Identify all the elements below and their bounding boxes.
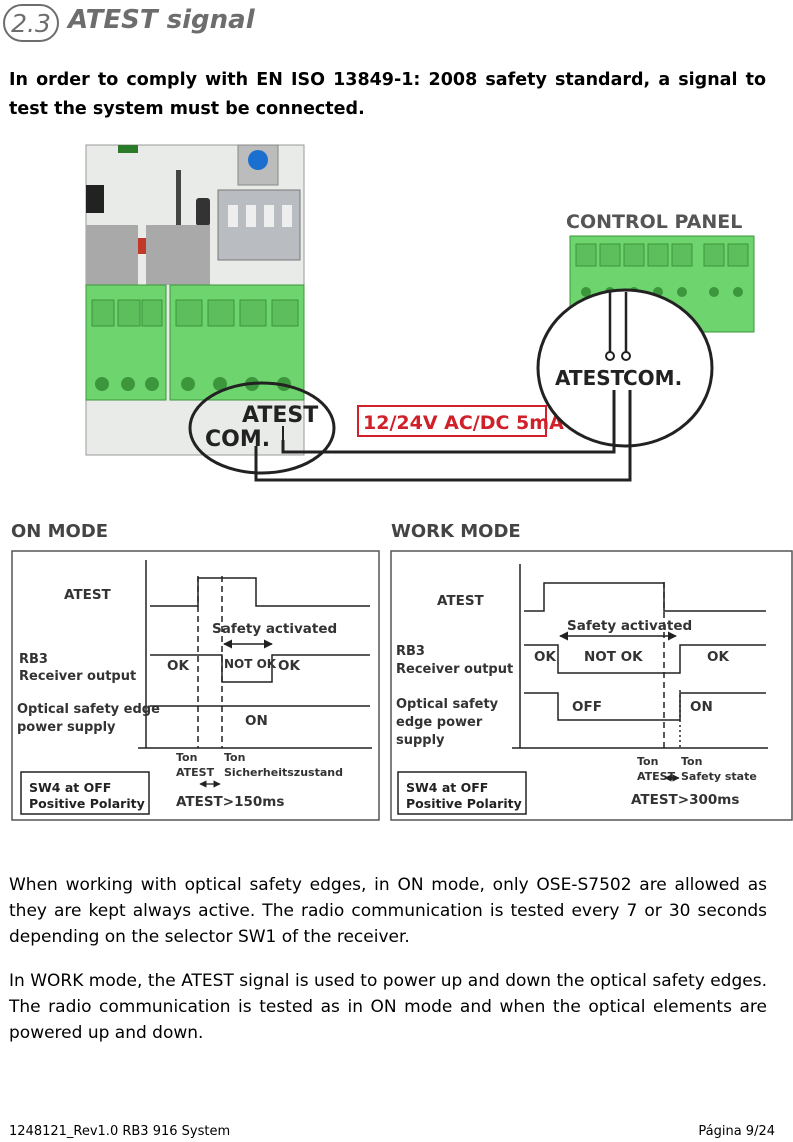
on-sw4-line2: Positive Polarity bbox=[29, 796, 145, 811]
work-receiver-signal bbox=[524, 644, 766, 674]
on-timing: ATEST>150ms bbox=[176, 794, 284, 810]
work-edge-signal bbox=[524, 692, 766, 721]
on-rb3-label: RB3 bbox=[19, 652, 48, 667]
pcb-relay-2 bbox=[146, 225, 210, 285]
work-on-label: ON bbox=[690, 699, 713, 715]
supply-label: 12/24V AC/DC 5mA bbox=[363, 412, 564, 434]
panel-atest-label: ATEST bbox=[555, 366, 625, 390]
on-ok-1: OK bbox=[167, 658, 189, 674]
timing-diagrams: ON MODE ATEST Safety activated RB3 Recei… bbox=[11, 521, 793, 821]
on-not-ok: NOT OK bbox=[224, 657, 277, 671]
on-ton-atest: ATEST bbox=[176, 766, 215, 779]
intro-paragraph: In order to comply with EN ISO 13849-1: … bbox=[9, 70, 766, 119]
on-atest-label: ATEST bbox=[64, 587, 112, 603]
work-off-label: OFF bbox=[572, 699, 602, 715]
on-edge-label-1: Optical safety edge bbox=[17, 702, 160, 717]
work-ok-1: OK bbox=[534, 649, 556, 665]
work-edge-label-1: Optical safety bbox=[396, 697, 499, 712]
on-mode-title: ON MODE bbox=[11, 521, 108, 542]
pcb-blue-button bbox=[248, 150, 268, 170]
com-wire bbox=[254, 390, 632, 482]
wiring-diagram: ATEST COM. 12/24V AC/DC 5mA CONTROL PANE… bbox=[85, 144, 755, 482]
on-edge-label-2: power supply bbox=[17, 720, 116, 735]
pcb-resistor-array bbox=[176, 170, 181, 226]
on-ok-2: OK bbox=[278, 658, 300, 674]
work-mode-title: WORK MODE bbox=[391, 521, 521, 542]
work-ok-2: OK bbox=[707, 649, 729, 665]
work-timing: ATEST>300ms bbox=[631, 792, 739, 808]
board-com-label: COM. bbox=[205, 427, 270, 452]
on-ton-2: Ton bbox=[224, 751, 245, 764]
work-safety-activated: Safety activated bbox=[567, 618, 692, 634]
work-sw4-line2: Positive Polarity bbox=[406, 796, 522, 811]
on-ton-state: Sicherheitszustand bbox=[224, 766, 343, 779]
work-edge-label-3: supply bbox=[396, 733, 445, 748]
work-receiver-output-label: Receiver output bbox=[396, 662, 513, 677]
work-ton-2: Ton bbox=[681, 755, 702, 768]
board-terminal-highlight bbox=[188, 381, 336, 475]
on-ton-1: Ton bbox=[176, 751, 197, 764]
pcb-capacitor bbox=[196, 198, 210, 226]
panel-com-label: COM. bbox=[623, 366, 682, 390]
footer-document-id: 1248121_Rev1.0 RB3 916 System bbox=[9, 1124, 231, 1139]
footer-page-number: Página 9/24 bbox=[698, 1124, 775, 1139]
on-sw4-line1: SW4 at OFF bbox=[29, 780, 111, 795]
work-mode-paragraph: In WORK mode, the ATEST signal is used t… bbox=[9, 971, 767, 1043]
on-safety-activated: Safety activated bbox=[212, 621, 337, 637]
work-atest-signal bbox=[524, 582, 766, 612]
pcb-chip bbox=[86, 185, 104, 213]
work-ton-1: Ton bbox=[637, 755, 658, 768]
pcb-relay-1 bbox=[86, 225, 138, 285]
on-sw4-box bbox=[20, 771, 150, 815]
control-panel-label: CONTROL PANEL bbox=[566, 211, 742, 233]
section-title: ATEST signal bbox=[68, 5, 255, 35]
work-not-ok: NOT OK bbox=[584, 649, 643, 665]
work-atest-label: ATEST bbox=[437, 593, 485, 609]
on-mode-paragraph: When working with optical safety edges, … bbox=[9, 875, 767, 947]
pcb-led bbox=[118, 145, 138, 153]
on-receiver-signal bbox=[150, 654, 370, 683]
board-atest-label: ATEST bbox=[242, 403, 318, 428]
work-sw4-line1: SW4 at OFF bbox=[406, 780, 488, 795]
work-sw4-box bbox=[397, 771, 527, 815]
work-edge-label-2: edge power bbox=[396, 715, 483, 730]
control-panel-highlight bbox=[536, 288, 714, 448]
supply-label-box bbox=[357, 405, 547, 437]
on-atest-signal bbox=[150, 577, 370, 607]
on-receiver-output-label: Receiver output bbox=[19, 669, 136, 684]
work-ton-atest: ATEST bbox=[637, 770, 676, 783]
work-ton-state: Safety state bbox=[681, 770, 757, 783]
section-number: 2.3 bbox=[3, 4, 59, 42]
on-on-label: ON bbox=[245, 713, 268, 729]
work-rb3-label: RB3 bbox=[396, 644, 425, 659]
atest-wire bbox=[281, 390, 616, 454]
